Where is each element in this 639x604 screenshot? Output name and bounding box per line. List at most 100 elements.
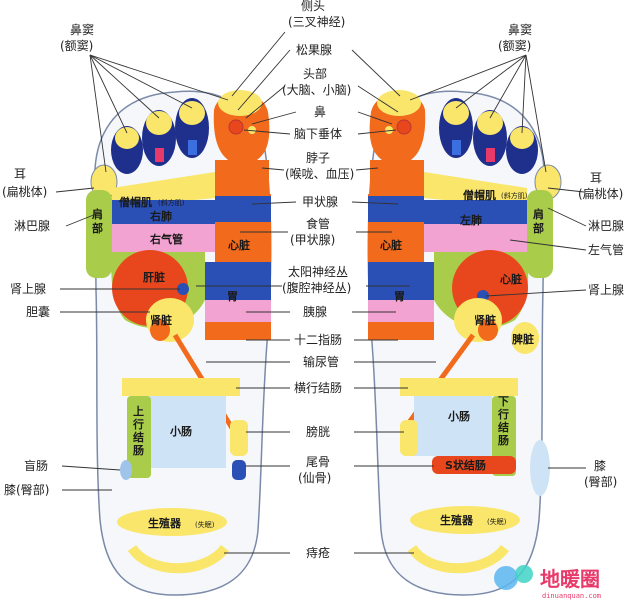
label-brain: (大脑、小脑): [282, 83, 351, 97]
left-shoulder-zone: [86, 190, 112, 278]
zone-label-genital-left: 生殖器: [148, 516, 182, 530]
left-trapezius-zone: [112, 172, 215, 208]
label-sacrum: (仙骨): [298, 471, 331, 485]
label-throat: (喉咙、血压): [285, 167, 354, 181]
zone-label-descending-colon: 下行结肠: [497, 395, 509, 447]
label-pancreas: 胰腺: [303, 305, 327, 319]
zone-label-heart-right: 心脏: [500, 272, 522, 286]
label-side-head: 侧头: [301, 0, 325, 13]
label-tonsil-right: (扁桃体): [578, 186, 623, 201]
zone-label-heart-left: 心脏: [228, 238, 250, 252]
zone-label-genital-right: 生殖器: [440, 513, 474, 527]
label-ear-left: 耳: [14, 167, 26, 181]
zone-label-stomach-right: 胃: [394, 290, 405, 303]
label-nose: 鼻: [314, 104, 326, 119]
label-tonsil-left: (扁桃体): [2, 184, 47, 199]
label-ureter: 输尿管: [303, 354, 339, 369]
left-foot: 僧帽肌 (斜方肌) 右肺 右气管 心脏 肝脏 肾脏 胃 肩部 小肠 上行结肠 生…: [86, 90, 272, 596]
label-hip-right: (臀部): [584, 474, 617, 489]
right-bladder-zone: [400, 420, 418, 456]
center-labels: 侧头 (三叉神经) 松果腺 头部 (大脑、小脑) 鼻 脑下垂体 脖子 (喉咙、血…: [282, 0, 354, 560]
label-sinus-left: 鼻窦: [70, 22, 94, 37]
zone-label-liver: 肝脏: [143, 270, 165, 284]
right-foot: 僧帽肌 (斜方肌) 左肺 心脏 心脏 肾脏 胃 脾脏 肩部 小肠 下行结肠 S状…: [367, 90, 562, 596]
label-neck: 脖子: [306, 151, 330, 165]
zone-label-sigmoid-colon: S状结肠: [445, 458, 486, 472]
right-small-intestine: [414, 396, 492, 456]
label-coccyx: 尾骨: [306, 455, 330, 469]
label-hemorrhoid: 痔疮: [306, 545, 330, 560]
right-knee-zone: [530, 440, 550, 496]
label-adrenal-right: 肾上腺: [588, 283, 624, 297]
zone-label-left-lung: 左肺: [459, 213, 482, 227]
right-shoulder-zone: [527, 190, 553, 278]
label-lymph-right: 淋巴腺: [588, 219, 624, 233]
label-thyroid: 甲状腺: [302, 195, 338, 209]
label-sinus-right: 鼻窦: [508, 22, 532, 37]
right-trapezius-zone: [424, 172, 527, 208]
zone-label-heart-strip: 心脏: [380, 238, 402, 252]
zone-label-genital-right-sub: (失眠): [487, 517, 507, 526]
left-lung-zone: [112, 200, 215, 226]
label-cecum: 盲肠: [24, 458, 48, 473]
right-hemorrhoid-zone: [407, 544, 510, 574]
label-lymph-left: 淋巴腺: [14, 219, 50, 233]
label-celiac-plexus: (腹腔神经丛): [282, 280, 351, 295]
left-orange-strip: [215, 160, 269, 194]
label-gallbladder: 胆囊: [26, 304, 50, 319]
right-orange-strip: [370, 160, 424, 194]
watermark-brand: 地暖圈: [540, 567, 600, 591]
label-frontal-sinus-right: (额窦): [498, 39, 531, 53]
leader-lines: [55, 31, 587, 554]
zone-label-ascending-colon: 上行结肠: [132, 404, 144, 457]
label-pineal: 松果腺: [296, 43, 332, 57]
right-trachea-zone: [424, 224, 527, 252]
left-genital-zone: [117, 508, 227, 536]
zone-label-stomach-left: 胃: [227, 290, 238, 303]
label-knee-right: 膝: [594, 459, 606, 473]
label-bladder: 膀胱: [306, 424, 330, 439]
label-esophagus: 食管: [306, 216, 330, 231]
label-esophagus-sub: (甲状腺): [290, 233, 335, 247]
zone-label-kidney-left: 肾脏: [150, 313, 172, 327]
label-frontal-sinus-left: (额窦): [60, 39, 93, 53]
zone-label-small-intestine-left: 小肠: [169, 424, 192, 438]
right-transverse-colon: [400, 378, 518, 396]
left-bladder-zone: [230, 420, 248, 456]
zone-label-genital-left-sub: (失眠): [195, 520, 215, 529]
right-genital-zone: [410, 506, 520, 534]
zone-label-kidney-right: 肾脏: [474, 313, 496, 327]
left-hemorrhoid-zone: [127, 544, 230, 574]
label-left-trachea: 左气管: [588, 242, 624, 257]
left-transverse-colon: [122, 378, 240, 396]
left-small-intestine: [148, 396, 226, 468]
zone-label-trapezius-sub: (斜方肌): [158, 198, 185, 207]
left-trachea-zone: [112, 224, 215, 252]
left-ascending-colon: [127, 396, 151, 478]
zone-label-right-lung: 右肺: [149, 209, 172, 223]
label-pituitary: 脑下垂体: [294, 127, 342, 141]
label-adrenal-left: 肾上腺: [10, 282, 46, 296]
zone-label-trapezius-right-sub: (斜方肌): [501, 191, 528, 200]
zone-label-trapezius-right: 僧帽肌: [463, 188, 496, 202]
label-transverse-colon: 横行结肠: [294, 381, 342, 395]
zone-label-trapezius: 僧帽肌: [119, 195, 152, 209]
label-ear-right: 耳: [590, 171, 602, 185]
label-head: 头部: [303, 66, 327, 81]
right-spleen-zone: [511, 322, 539, 354]
right-lung-zone: [424, 200, 527, 226]
zone-label-shoulder-left: 肩部: [92, 207, 103, 235]
label-trigeminal: (三叉神经): [288, 15, 345, 29]
zone-label-spleen: 脾脏: [512, 332, 534, 346]
zone-label-small-intestine-right: 小肠: [447, 409, 470, 423]
label-solar-plexus: 太阳神经丛: [288, 264, 348, 279]
zone-label-shoulder-right: 肩部: [533, 207, 544, 235]
watermark-logo: 地暖圈 dinuanquan.com: [494, 565, 601, 600]
zone-label-right-trachea: 右气管: [149, 232, 183, 246]
outer-labels: 鼻窦 (额窦) 鼻窦 (额窦) 耳 (扁桃体) 淋巴腺 肾上腺 胆囊 盲肠 膝(…: [2, 22, 624, 497]
right-sigmoid-colon: [432, 456, 516, 474]
label-knee-left: 膝(臀部): [4, 482, 49, 497]
label-duodenum: 十二指肠: [294, 332, 342, 347]
